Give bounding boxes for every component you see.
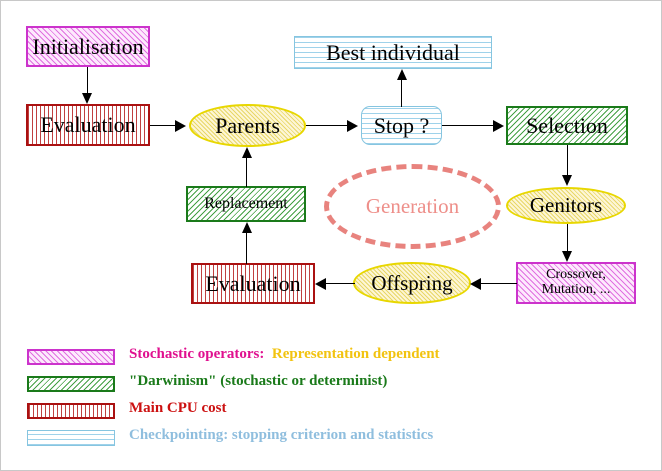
node-parents-label: Parents	[215, 112, 280, 138]
node-selection[interactable]: Selection	[506, 106, 628, 145]
legend-label-stochastic-operators: Stochastic operators: Representation dep…	[129, 346, 440, 363]
legend-swatch-main-cpu-cost	[27, 403, 115, 419]
legend-swatch-darwinism	[27, 376, 115, 392]
node-crossover-mutation-label: Crossover, Mutation, ...	[541, 267, 611, 297]
node-selection-label: Selection	[526, 112, 608, 138]
node-stop-label: Stop ?	[373, 112, 430, 138]
node-initialisation[interactable]: Initialisation	[26, 26, 150, 67]
node-evaluation-top-label: Evaluation	[40, 112, 136, 138]
legend-label-checkpointing: Checkpointing: stopping criterion and st…	[129, 427, 434, 443]
node-parents[interactable]: Parents	[189, 104, 306, 147]
node-stop[interactable]: Stop ?	[361, 106, 442, 145]
node-genitors[interactable]: Genitors	[506, 187, 626, 224]
node-genitors-label: Genitors	[529, 193, 603, 218]
legend-label-darwinism: "Darwinism" (stochastic or determinist)	[129, 373, 388, 389]
node-replacement-label: Replacement	[204, 194, 288, 212]
legend-label-suffix: Representation dependent	[271, 346, 440, 362]
node-generation-label: Generation	[365, 194, 460, 218]
node-offspring[interactable]: Offspring	[353, 262, 471, 304]
legend-swatch-checkpointing	[27, 430, 115, 446]
node-crossover-mutation[interactable]: Crossover, Mutation, ...	[516, 262, 636, 304]
node-evaluation-bottom[interactable]: Evaluation	[191, 263, 315, 304]
node-best-individual-label: Best individual	[326, 39, 460, 65]
node-evaluation-top[interactable]: Evaluation	[26, 104, 150, 146]
node-offspring-label: Offspring	[371, 270, 453, 295]
node-generation: Generation	[324, 164, 501, 249]
node-initialisation-label: Initialisation	[32, 33, 144, 59]
node-replacement[interactable]: Replacement	[186, 186, 306, 222]
legend-label-text: Stochastic operators:	[129, 346, 265, 362]
node-best-individual[interactable]: Best individual	[294, 36, 492, 69]
legend-swatch-stochastic-operators	[27, 349, 115, 365]
node-evaluation-bottom-label: Evaluation	[205, 270, 301, 296]
legend-label-main-cpu-cost: Main CPU cost	[129, 400, 227, 416]
